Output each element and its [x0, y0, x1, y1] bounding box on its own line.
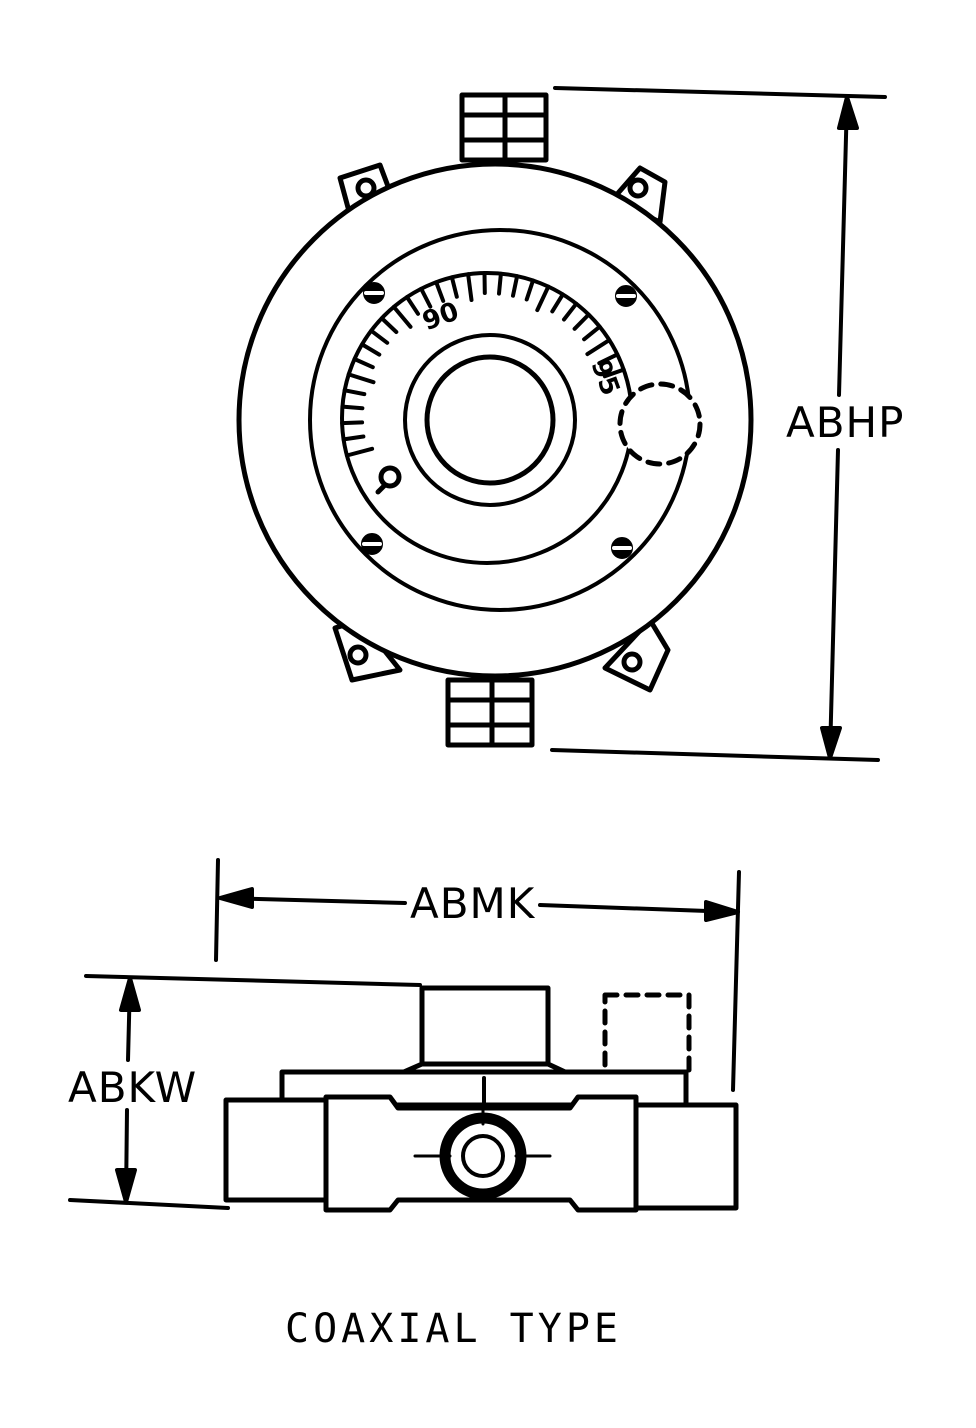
dimension-abmk — [214, 858, 741, 1092]
dial-tick — [391, 304, 413, 329]
screw-bottom-left — [361, 533, 383, 555]
dial-tick — [342, 388, 367, 397]
dial-tick — [511, 274, 520, 298]
dial-inner-ring — [403, 333, 577, 507]
dial-tick — [597, 352, 620, 366]
dimension-label-abkw: ABKW — [68, 1063, 197, 1112]
screw-top-right — [615, 285, 637, 307]
dial-tick — [434, 280, 446, 303]
dial-tick — [344, 446, 375, 458]
dial-tick — [562, 301, 579, 322]
dial-pointer — [375, 465, 402, 495]
dial-tick — [360, 342, 382, 357]
dial-tick — [341, 434, 366, 442]
dial-tick — [352, 357, 375, 370]
dial-tick — [582, 324, 602, 342]
dial-tick — [369, 328, 390, 345]
dial-tick — [550, 292, 565, 314]
dial-tick — [379, 316, 399, 334]
dial-tick — [466, 272, 474, 302]
center-shaft — [424, 354, 556, 486]
dial-tick — [524, 278, 535, 302]
hidden-control-dashed — [617, 381, 703, 467]
dial-tick — [346, 372, 376, 385]
side-view: ABMK ABKW — [68, 858, 741, 1213]
bottom-connector — [445, 677, 535, 748]
dial-tick — [602, 367, 626, 379]
side-hidden-control-dashed — [602, 992, 692, 1075]
dial-tick — [585, 338, 612, 357]
dial-tick — [535, 284, 551, 313]
drawing-caption: COAXIAL TYPE — [285, 1306, 622, 1352]
side-knob — [387, 985, 581, 1081]
coaxial-port — [413, 1108, 552, 1200]
dimension-abkw — [68, 974, 422, 1210]
dial-tick — [572, 312, 591, 331]
dial-tick — [405, 295, 420, 316]
screw-top-left — [363, 282, 385, 304]
dimension-abhp — [550, 86, 887, 762]
dial-tick — [419, 286, 433, 309]
dial-tick — [340, 404, 365, 411]
dimension-label-abhp: ABHP — [786, 398, 904, 447]
dial-tick — [449, 275, 459, 299]
screw-bottom-right — [611, 537, 633, 559]
dial-tick — [340, 420, 365, 426]
dial-tick-marks — [340, 271, 626, 458]
dimension-label-abmk: ABMK — [410, 879, 536, 928]
top-connector — [459, 92, 549, 163]
top-view: 90 95 ABHP — [236, 86, 904, 762]
dial-tick — [497, 271, 503, 296]
